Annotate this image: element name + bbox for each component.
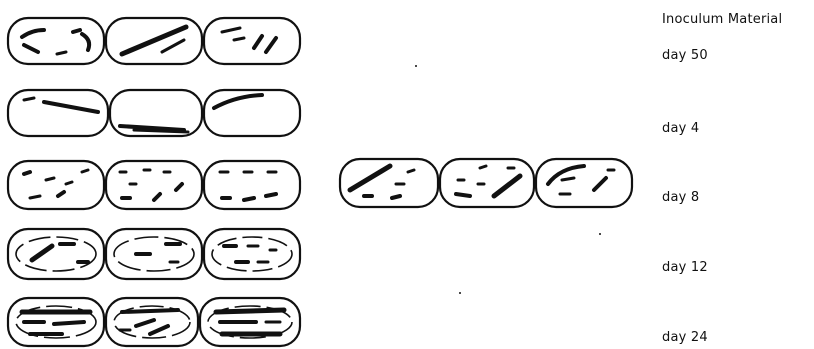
fragment <box>24 172 30 174</box>
fragment <box>73 30 80 32</box>
fragment <box>57 52 66 54</box>
fragment <box>136 320 154 326</box>
extra-chain-day-8 <box>340 159 632 207</box>
cell <box>204 18 300 64</box>
fragment <box>122 27 186 54</box>
label-day-4: day 4 <box>662 121 699 136</box>
fragment <box>46 178 54 180</box>
fragment <box>134 130 188 132</box>
fragment <box>562 178 574 180</box>
fragment <box>22 30 44 37</box>
fragment <box>32 246 52 260</box>
fragment <box>54 322 84 324</box>
label-day-8: day 8 <box>662 190 699 205</box>
fragment <box>154 194 160 200</box>
fragment <box>456 194 470 196</box>
row-day-24 <box>8 298 300 346</box>
row-day-8 <box>8 161 300 209</box>
fragment <box>266 38 276 52</box>
fragment <box>392 196 400 198</box>
inner-ring <box>212 237 292 271</box>
fragment <box>480 166 486 168</box>
fragment <box>548 166 584 184</box>
cell <box>204 161 300 209</box>
fragment <box>162 40 184 52</box>
fragment <box>44 102 98 112</box>
fragment <box>266 194 276 196</box>
legend-title: Inoculum Material <box>662 12 782 27</box>
fragment <box>244 198 254 200</box>
speck <box>459 292 461 294</box>
fragment <box>594 178 606 190</box>
fragment <box>58 192 64 196</box>
fragment <box>122 310 178 312</box>
fragment <box>350 166 390 190</box>
cell <box>8 161 104 209</box>
inner-ring <box>16 237 96 271</box>
label-day-12: day 12 <box>662 260 708 275</box>
row-day-50 <box>8 18 300 64</box>
speck <box>599 233 601 235</box>
fragment <box>214 95 262 108</box>
label-day-50: day 50 <box>662 48 708 63</box>
fragment <box>222 28 240 32</box>
inner-ring <box>114 237 194 271</box>
fragment <box>82 34 89 50</box>
fragment <box>234 38 244 40</box>
fragment <box>150 326 168 334</box>
fragment <box>82 170 88 172</box>
fragment <box>408 170 414 172</box>
speck <box>415 65 417 67</box>
fragment <box>176 184 182 190</box>
fragment <box>254 36 262 48</box>
fragment <box>216 310 284 312</box>
fragment <box>66 182 72 184</box>
label-day-24: day 24 <box>662 330 708 345</box>
fragment <box>494 176 520 196</box>
row-day-12 <box>8 229 300 279</box>
row-day-4 <box>8 90 300 136</box>
fragment <box>24 45 38 52</box>
fragment <box>24 98 34 100</box>
fragment <box>30 196 40 198</box>
